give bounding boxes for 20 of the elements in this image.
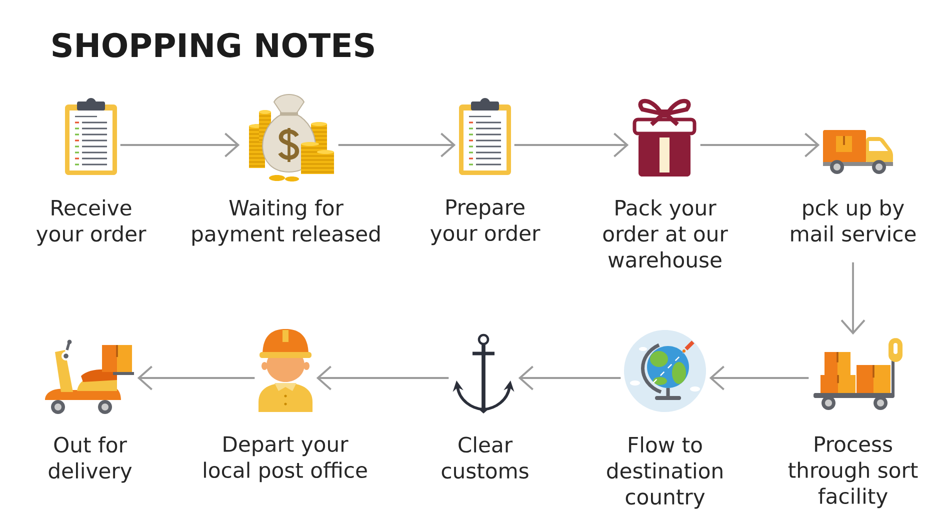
- arrow: [316, 366, 449, 390]
- step-caption: Prepare your order: [430, 199, 540, 246]
- arrow: [120, 132, 240, 158]
- step-caption: pck up by mail service: [791, 199, 916, 242]
- step-caption: Clear customs: [442, 436, 528, 479]
- step-caption: Flow to destination country: [607, 436, 722, 509]
- step-caption: Depart your local post office: [204, 436, 367, 482]
- arrow: [338, 132, 456, 158]
- arrow: [840, 262, 866, 335]
- arrow: [700, 132, 820, 158]
- arrow: [514, 132, 629, 158]
- step-caption: Waiting for payment released: [192, 199, 380, 246]
- step-caption: Pack your order at our warehouse: [603, 199, 728, 268]
- arrow: [137, 366, 255, 390]
- arrow: [709, 366, 809, 390]
- step-caption: Out for delivery: [48, 436, 132, 483]
- title: SHOPPING NOTES: [52, 32, 374, 58]
- arrow: [518, 366, 621, 390]
- step-caption: Receive your order: [36, 199, 146, 246]
- step-caption: Process through sort facility: [788, 436, 918, 508]
